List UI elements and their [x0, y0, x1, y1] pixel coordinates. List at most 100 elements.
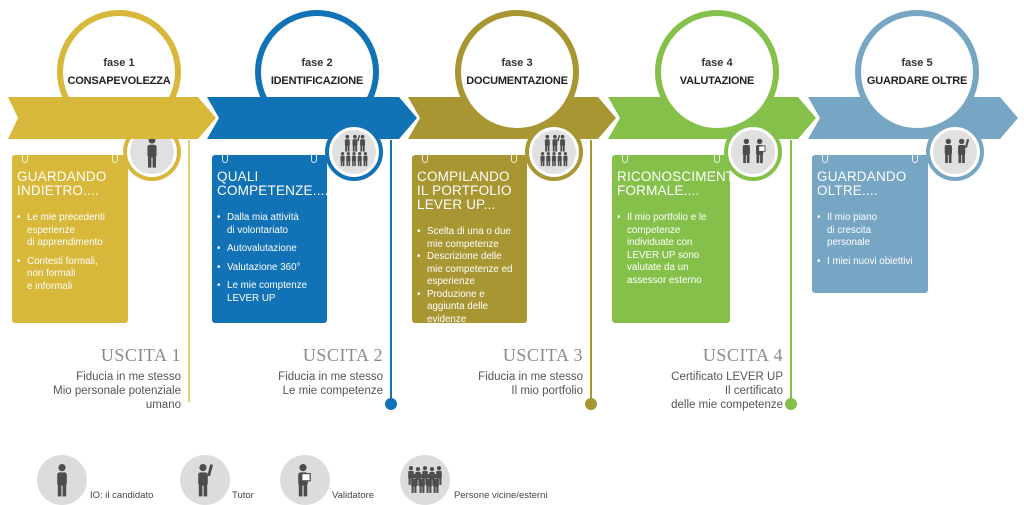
group-icon-background [532, 130, 576, 174]
bullet-line: Valutazione 360° [227, 261, 301, 273]
card-heading-line: GUARDANDO [17, 169, 107, 184]
phase-4-circle: fase 4 VALUTAZIONE [655, 10, 779, 134]
uscita-3-title: USCITA 3 [502, 345, 583, 365]
bullet-line: I miei nuovi obiettivi [827, 255, 913, 267]
card-heading-line: COMPETENZE.... [217, 183, 329, 198]
card-heading-line: GUARDANDO [817, 169, 907, 184]
bullet-line: di crescita [827, 224, 872, 236]
uscita-2-text: Fiducia in me stesso [278, 371, 383, 383]
candidate-validator-icon-background [731, 130, 775, 174]
phase-2-title: IDENTIFICAZIONE [270, 75, 364, 87]
group-icon [540, 134, 568, 167]
phase-2-connector-line [390, 140, 392, 400]
bullet-line: individuate con [627, 237, 693, 248]
uscita-4-text: delle mie competenze [671, 399, 783, 411]
legend-label-2: Tutor [232, 490, 254, 501]
uscita-1-text: Mio personale potenziale [53, 385, 181, 397]
candidate-validator-icon [742, 138, 766, 164]
card-ring-1 [22, 151, 28, 163]
bullet-line: Autovalutazione [227, 243, 297, 254]
card-ring-2 [912, 151, 918, 163]
bullet-item: Autovalutazione [217, 243, 321, 256]
card-ring-1 [222, 151, 228, 163]
bullet-line: Il mio piano [827, 212, 878, 223]
card-ring-2 [311, 151, 317, 163]
tutor-icon [198, 464, 213, 497]
phase-3-title: DOCUMENTAZIONE [466, 75, 568, 87]
phase-1-connector-line [188, 140, 190, 402]
phase-1-title: CONSAPEVOLEZZA [67, 75, 171, 87]
card-ring-2 [714, 151, 720, 163]
bullet-line: aggiunta delle [427, 301, 489, 312]
bullet-line: valutate da un [627, 262, 689, 273]
bullet-line: non formali [27, 268, 76, 279]
group-icon [340, 134, 368, 167]
card-heading-line: FORMALE.... [617, 183, 700, 198]
candidate-tutor-icon [944, 138, 970, 164]
bullet-line: e informali [27, 280, 73, 292]
phase-2-icon-badge [325, 123, 383, 181]
phase-3-end-dot [585, 398, 597, 410]
uscita-4-title: USCITA 4 [702, 345, 783, 365]
bullet-item: Il mio portfolio e lecompetenzeindividua… [617, 212, 724, 287]
bullet-line: personale [827, 237, 871, 248]
people-icon [408, 466, 442, 493]
legend-tutor-icon-circle [180, 455, 230, 505]
bullet-item: Valutazione 360° [217, 262, 321, 275]
bullet-line: Scelta di una o due [427, 226, 511, 237]
group-icon-background [332, 130, 376, 174]
bullet-line: Le mie comptenze [227, 280, 308, 291]
phase-5-icon-badge [926, 123, 984, 181]
bullet-line: evidenze [427, 313, 467, 325]
card-heading-line: QUALI [217, 169, 259, 184]
bullet-line: Contesti formali, [27, 255, 98, 267]
bullet-line: mie competenze [427, 238, 499, 250]
uscita-4-text: Certificato LEVER UP [671, 371, 783, 383]
uscita-2-title: USCITA 2 [302, 345, 383, 365]
phase-4-connector-line [790, 140, 792, 400]
uscita-1-text: umano [145, 399, 181, 411]
phase-2-number: fase 2 [301, 57, 333, 69]
card-ring-2 [112, 151, 118, 163]
bullet-line: Descrizione delle [427, 251, 502, 262]
uscita-3-text: Fiducia in me stesso [478, 371, 583, 383]
bullet-line: esperienze [27, 224, 75, 236]
card-ring-1 [422, 151, 428, 163]
phase-2-end-dot [385, 398, 397, 410]
bullet-line: Le mie precedenti [27, 212, 105, 223]
phase-4-number: fase 4 [701, 57, 733, 69]
legend-label-1: IO: il candidato [90, 490, 154, 501]
uscita-3-text: Il mio portfolio [511, 385, 583, 397]
bullet-line: LEVER UP [227, 292, 276, 304]
phase-5-title: GUARDARE OLTRE [866, 75, 968, 87]
bullet-item: I miei nuovi obiettivi [817, 256, 922, 269]
phase-4-title: VALUTAZIONE [679, 75, 755, 87]
arrow-segment-2 [207, 97, 417, 139]
legend-candidate-icon-circle [37, 455, 87, 505]
card-ring-1 [622, 151, 628, 163]
bullet-line: Il mio portfolio e le [627, 212, 707, 223]
legend-people-icon-circle [400, 455, 450, 505]
card-heading-line: COMPILANDO [417, 169, 510, 184]
validator-icon [298, 464, 311, 497]
phase-4-bullet-list: Il mio portfolio e lecompetenzeindividua… [617, 212, 724, 287]
bullet-line: assessor esterno [627, 274, 702, 286]
